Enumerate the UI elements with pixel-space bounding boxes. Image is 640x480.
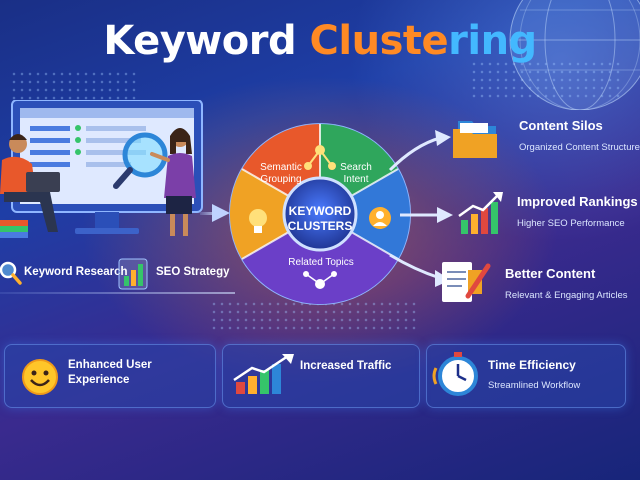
better-content-title: Better Content (505, 266, 596, 281)
segment-search-intent: Search Intent (340, 162, 372, 185)
growth-chart-icon (458, 192, 503, 234)
magnifier-icon (0, 261, 22, 285)
smiley-icon (22, 359, 58, 395)
folders-icon (453, 121, 497, 158)
time-efficiency-title: Time Efficiency (488, 358, 576, 372)
improved-rankings-subtitle: Higher SEO Performance (517, 218, 625, 229)
content-silos-title: Content Silos (519, 118, 603, 133)
connector-left (200, 212, 222, 215)
center-core-line2: CLUSTERS (287, 219, 353, 233)
user-target-icon (369, 207, 391, 229)
time-efficiency-subtitle: Streamlined Workflow (488, 380, 581, 391)
document-pencil-icon (442, 262, 491, 302)
keyword-clusters-wheel (229, 123, 411, 305)
seo-strategy-label: SEO Strategy (156, 266, 230, 278)
page-title: Keyword Clustering (0, 18, 640, 64)
stopwatch-icon (432, 352, 478, 396)
dot-pattern-top-left (10, 70, 140, 100)
increased-traffic-label: Increased Traffic (300, 360, 392, 372)
dot-pattern-middle (210, 300, 420, 330)
title-part-1: Keyword (103, 18, 310, 64)
team-illustration (0, 100, 203, 238)
title-part-3: ring (448, 18, 537, 64)
arrow-left-icon (212, 204, 230, 222)
topics-network-icon (303, 271, 337, 289)
network-icon (304, 145, 336, 170)
dot-pattern-right (470, 60, 620, 100)
enhanced-user-experience-label: Enhanced User Experience (68, 359, 152, 386)
content-silos-subtitle: Organized Content Structure (519, 142, 640, 153)
globe-icon (509, 0, 640, 110)
traffic-chart-icon (233, 354, 294, 394)
keyword-research-label: Keyword Research (24, 266, 128, 278)
center-core-line1: KEYWORD (288, 204, 352, 218)
lightbulb-icon (249, 209, 267, 233)
segment-related-topics: Related Topics (288, 257, 354, 268)
improved-rankings-title: Improved Rankings (517, 194, 638, 209)
bar-chart-icon (118, 258, 148, 290)
title-part-2: Cluste (309, 18, 449, 64)
connector-left-bottom (0, 292, 235, 294)
better-content-subtitle: Relevant & Engaging Articles (505, 290, 628, 301)
segment-semantic-grouping: Semantic Grouping (260, 162, 302, 185)
